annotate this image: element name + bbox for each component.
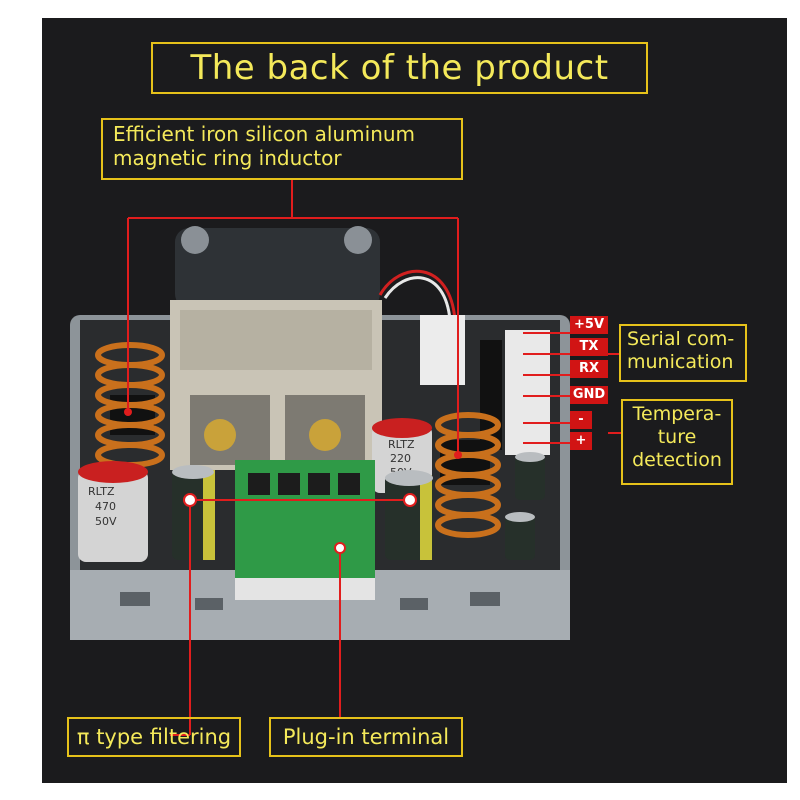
cap-left-voltage: 50V [95, 515, 117, 528]
screw [309, 419, 341, 451]
pin-tx-label: TX [570, 338, 608, 356]
pin-minus-label: - [570, 411, 592, 429]
pin-5v-label: +5V [570, 316, 608, 334]
pi-filter-callout: π type filtering [67, 717, 241, 757]
temperature-callout-line3: detection [632, 448, 722, 471]
cap-right-brand: RLTZ [388, 438, 415, 451]
pointer-lines [127, 180, 621, 736]
inductor-left [95, 342, 165, 468]
plug-in-terminal [235, 460, 375, 600]
pin-plus-label: + [570, 432, 592, 450]
capacitor-470 [78, 461, 148, 562]
temperature-callout-line1: Tempera- [632, 403, 722, 425]
inductor-callout: Efficient iron silicon aluminum magnetic… [101, 118, 463, 180]
temperature-callout: Tempera- ture detection [621, 399, 733, 485]
inductor-callout-line1: Efficient iron silicon aluminum [113, 122, 416, 146]
screw [204, 419, 236, 451]
serial-connector [505, 330, 550, 455]
pin-gnd-label: GND [570, 386, 608, 404]
plug-terminal-callout: Plug-in terminal [269, 717, 463, 757]
serial-callout: Serial com- munication [619, 324, 747, 382]
serial-callout-line2: munication [627, 350, 734, 373]
inductor-callout-line2: magnetic ring inductor [113, 146, 342, 170]
serial-callout-line1: Serial com- [627, 328, 735, 350]
cap-right-value: 220 [390, 452, 411, 465]
cap-left-value: 470 [95, 500, 116, 513]
cooling-fan [175, 228, 380, 308]
cap-left-brand: RLTZ [88, 485, 115, 498]
inductor-right [435, 412, 501, 538]
page-title: The back of the product [151, 42, 648, 94]
pin-rx-label: RX [570, 360, 608, 378]
temperature-callout-line2: ture [657, 425, 697, 448]
